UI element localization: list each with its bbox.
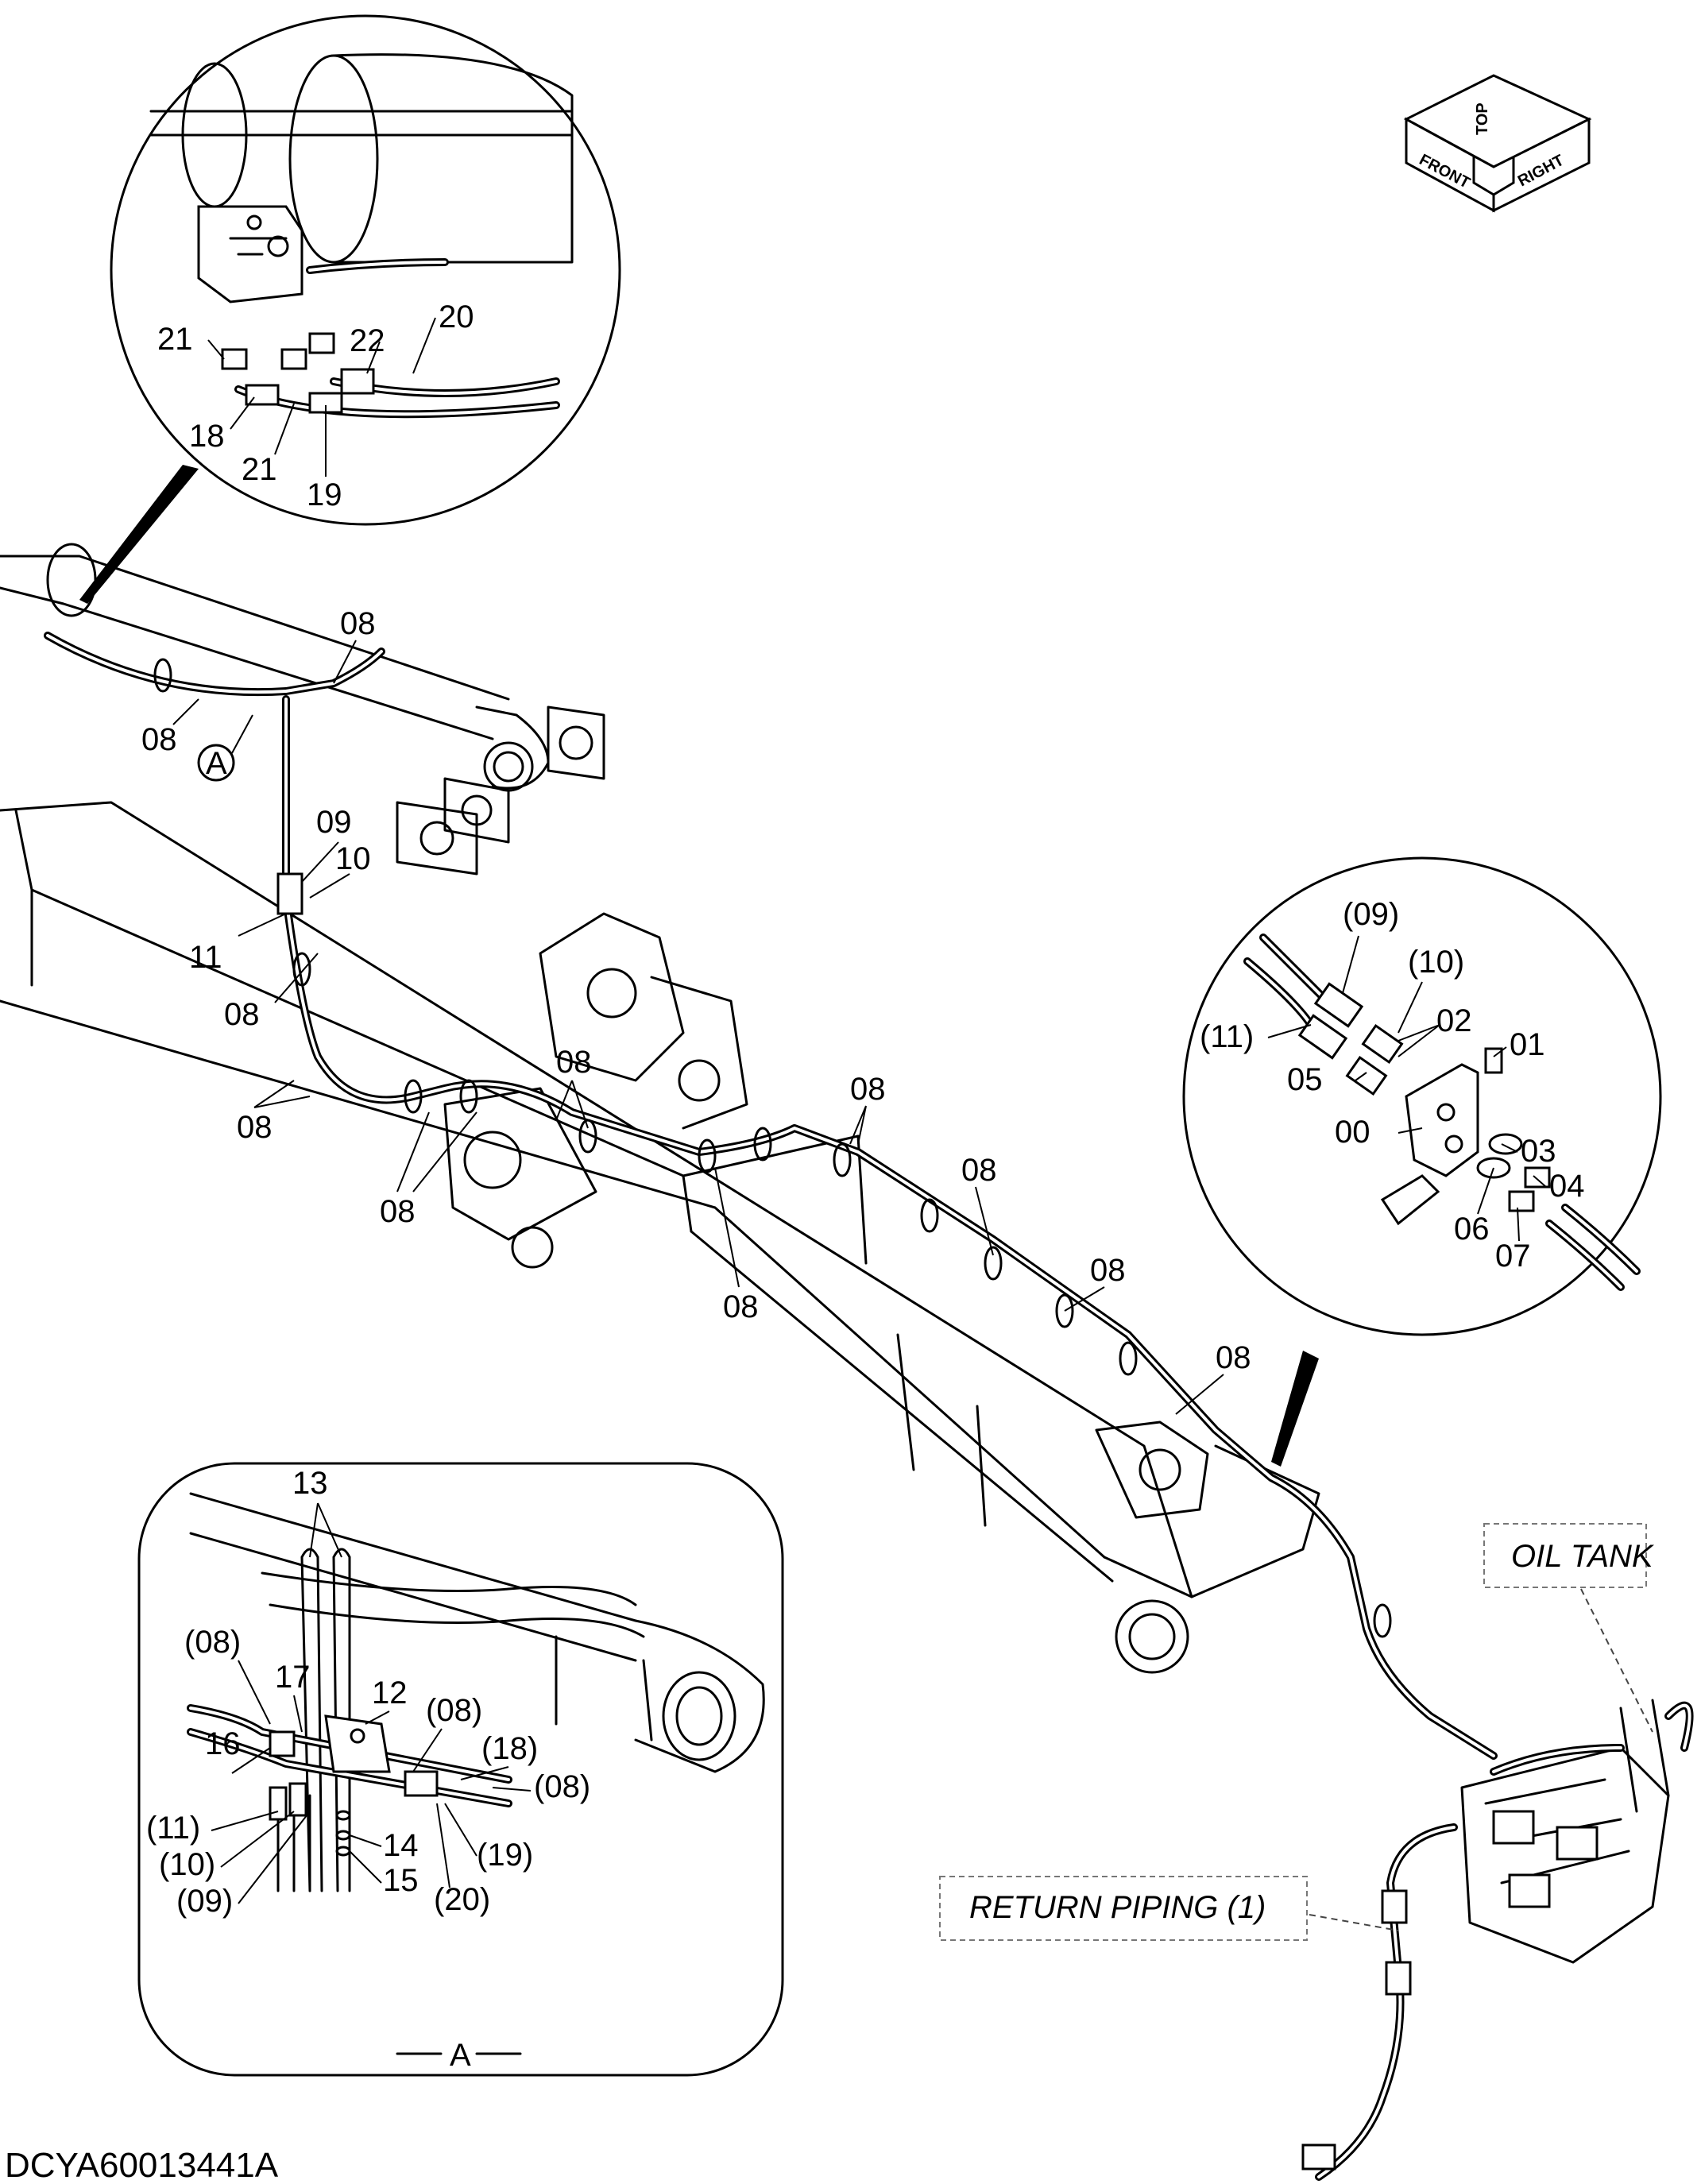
callout-label: 07 [1495, 1239, 1531, 1274]
callout-label: 08 [380, 1194, 416, 1229]
callout-label: 05 [1287, 1062, 1323, 1097]
callout-label: 08 [556, 1045, 592, 1080]
oil-tank-note: OIL TANK [1511, 1539, 1655, 1574]
return-piping-note-box [939, 1876, 1308, 1941]
callout-label: (08) [534, 1769, 590, 1804]
view-a-marker-label: A [206, 746, 227, 781]
callout-label: 08 [961, 1153, 997, 1188]
callout-label: (08) [426, 1693, 482, 1728]
callout-label: 22 [350, 323, 385, 358]
callout-label: 17 [275, 1660, 311, 1695]
callout-label: 08 [224, 997, 260, 1032]
callout-label: (08) [184, 1625, 241, 1660]
callout-label: 03 [1521, 1134, 1556, 1169]
hose-connector [276, 872, 303, 915]
callout-label: (11) [1200, 1019, 1254, 1054]
clamp-group [153, 658, 1392, 1638]
callout-label: 09 [316, 805, 352, 840]
callout-label: (09) [1343, 897, 1399, 932]
callout-label: 08 [1216, 1340, 1251, 1375]
callout-label: 06 [1454, 1212, 1490, 1247]
callout-label: (19) [477, 1838, 533, 1873]
callout-label: 10 [335, 841, 371, 876]
callout-label: 08 [340, 606, 376, 641]
callout-label: 02 [1436, 1003, 1472, 1038]
valve-and-return-piping: OIL TANK RETURN PIPING (1) [939, 1523, 1694, 2181]
callout-label: (20) [434, 1882, 490, 1917]
callout-label: 21 [157, 322, 193, 357]
callout-label: 08 [141, 722, 177, 757]
callout-label: 12 [372, 1676, 408, 1710]
callout-label: 20 [439, 300, 474, 334]
leader-wedge [1271, 1351, 1319, 1467]
callout-label: (09) [176, 1884, 233, 1919]
callout-label: 08 [1090, 1253, 1126, 1288]
callout-label: 18 [189, 419, 225, 454]
drawing-code: DCYA60013441A [5, 2146, 279, 2184]
compass-top-label: TOP [1474, 102, 1491, 135]
callout-label: (10) [1408, 945, 1464, 980]
callout-label: 01 [1510, 1027, 1545, 1062]
callout-label: 14 [383, 1828, 419, 1863]
leader-wedge [79, 465, 199, 604]
callout-label: 16 [205, 1726, 241, 1761]
boom-assembly: A 08 08 09 10 11 08 08 08 08 08 08 08 08… [0, 543, 1498, 1760]
callout-label: 04 [1549, 1169, 1585, 1204]
callout-label: 11 [189, 940, 222, 975]
callout-label: 13 [292, 1466, 328, 1501]
view-a-caption: A [450, 2038, 471, 2073]
callout-label: (18) [481, 1731, 538, 1766]
detail-view-a: 13 (08) 17 12 (08) 16 (18) (08) (11) 14 … [137, 1462, 784, 2077]
detail-circle-bracket: (09) (10) (11) 02 01 05 00 03 04 06 07 [1182, 856, 1662, 1467]
callout-label: (10) [159, 1847, 215, 1882]
view-a-marker [197, 744, 235, 782]
callout-label: 15 [383, 1863, 419, 1898]
detail-circle-cylinder-head: 20 21 22 18 21 19 [79, 14, 621, 604]
callout-label: 19 [307, 477, 342, 512]
callout-label: 08 [723, 1289, 759, 1324]
callout-label: 08 [850, 1072, 886, 1107]
return-piping-note: RETURN PIPING (1) [969, 1890, 1266, 1925]
callout-label: (11) [146, 1811, 200, 1846]
callout-label: 08 [237, 1110, 273, 1145]
orientation-compass: FRONT TOP RIGHT [1403, 74, 1592, 213]
oil-tank-note-box [1483, 1523, 1647, 1588]
callout-label: 21 [242, 452, 277, 487]
callout-label: 00 [1335, 1115, 1370, 1150]
